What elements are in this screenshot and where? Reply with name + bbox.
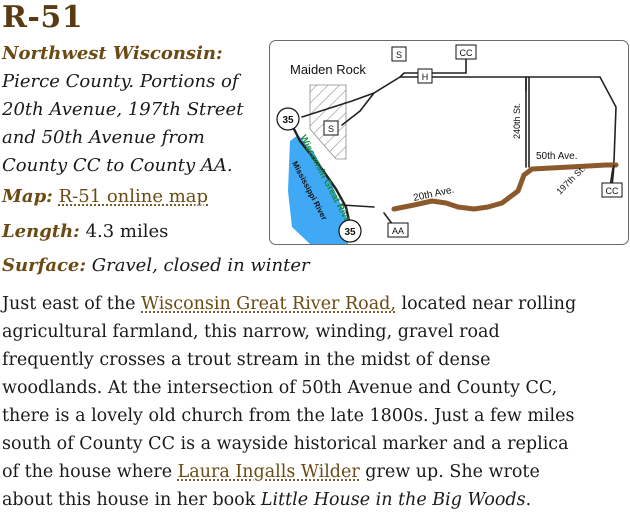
svg-text:CC: CC — [460, 48, 473, 58]
body-text-2: located near rolling agricultural farmla… — [2, 294, 577, 482]
road-south-west — [341, 204, 375, 208]
route-description: Pierce County. Portions of 20th Avenue, … — [2, 71, 244, 176]
length-row: Length: 4.3 miles — [2, 221, 168, 242]
svg-text:CC: CC — [606, 186, 619, 196]
body-text-1: Just east of the — [2, 294, 142, 314]
highway-35 — [288, 120, 352, 226]
shield-35-top: 35 — [276, 107, 300, 131]
road-county-cc-north — [525, 76, 617, 188]
map-row: Map: R-51 online map — [2, 186, 208, 207]
road-50th-label: 50th Ave. — [536, 151, 578, 162]
route-map: Maiden Rock 240th St. 50th Ave. 20th Ave… — [269, 40, 629, 245]
surface-label: Surface: — [2, 255, 87, 276]
shield-cc-right: CC — [601, 182, 623, 198]
shield-h: H — [417, 68, 433, 84]
online-map-link[interactable]: R-51 online map — [58, 186, 209, 207]
road-to-s-mid — [341, 92, 375, 126]
route-map-svg: Maiden Rock 240th St. 50th Ave. 20th Ave… — [276, 44, 623, 244]
length-label: Length: — [2, 221, 80, 242]
body-text-3: grew up. She wrote about this house in h… — [2, 462, 540, 510]
road-240th-label: 240th St. — [512, 103, 522, 139]
shield-cc-top: CC — [455, 44, 477, 60]
body-text-4: . — [525, 490, 532, 510]
route-line — [391, 162, 619, 212]
shield-35-bottom: 35 — [338, 219, 362, 243]
mississippi-river — [288, 135, 348, 244]
region-label: Northwest Wisconsin: — [2, 43, 223, 64]
road-h-connector — [399, 48, 467, 78]
surface-row: Surface: Gravel, closed in winter — [2, 255, 310, 276]
svg-text:35: 35 — [344, 227, 356, 238]
svg-text:H: H — [422, 72, 429, 82]
svg-text:S: S — [396, 50, 402, 60]
surface-value: Gravel, closed in winter — [91, 255, 310, 276]
great-river-road-link[interactable]: Wisconsin Great River Road, — [141, 294, 396, 314]
description-paragraph: Just east of the Wisconsin Great River R… — [2, 290, 582, 514]
region-block: Northwest Wisconsin: Pierce County. Port… — [2, 40, 262, 180]
shield-s-mid: S — [323, 120, 339, 136]
town-label: Maiden Rock — [290, 62, 366, 77]
svg-text:S: S — [328, 124, 334, 134]
local-roads — [301, 48, 617, 230]
shield-aa: AA — [387, 222, 409, 238]
length-value: 4.3 miles — [85, 221, 169, 242]
map-label: Map: — [2, 186, 53, 207]
route-id: R-51 — [2, 0, 84, 35]
svg-text:AA: AA — [392, 226, 404, 236]
book-title: Little House in the Big Woods — [260, 490, 526, 510]
svg-text:35: 35 — [282, 115, 294, 126]
shield-s-top: S — [391, 46, 407, 62]
laura-ingalls-wilder-link[interactable]: Laura Ingalls Wilder — [177, 462, 360, 482]
